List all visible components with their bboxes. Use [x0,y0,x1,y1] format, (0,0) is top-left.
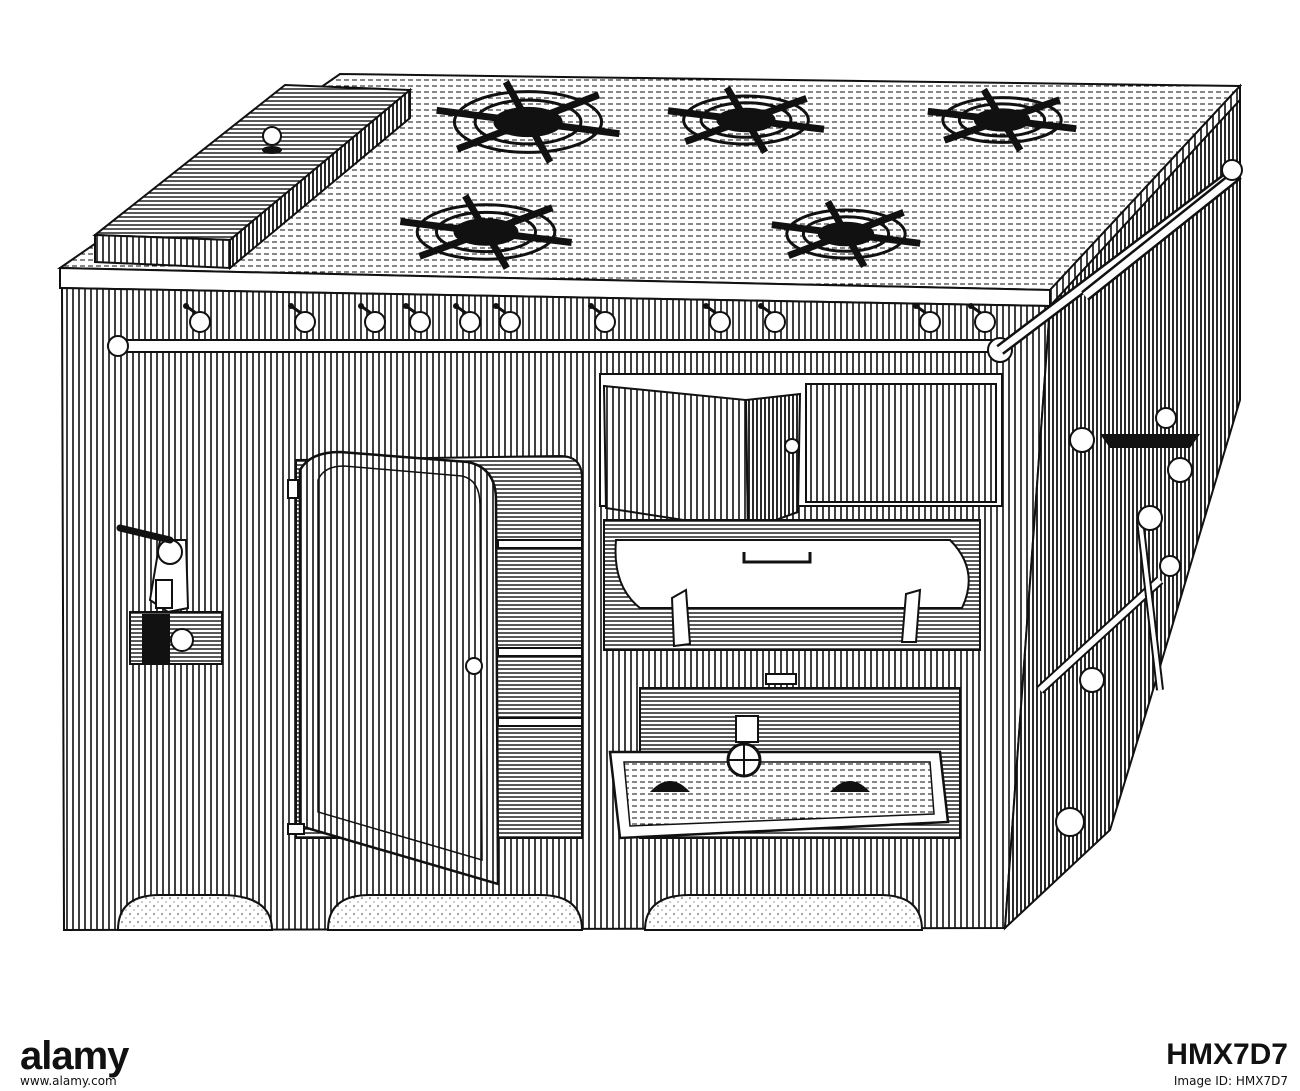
left-oven-door [287,450,500,886]
control-knob [403,303,431,333]
control-knob [588,303,616,333]
brand-logo: alamy [20,1034,129,1078]
control-knob [968,303,996,333]
stove-engraving [56,72,1243,932]
control-knob [758,303,786,333]
control-knob [358,303,386,333]
image-id-label: Image ID: HMX7D7 [1173,1074,1288,1088]
burner [399,194,573,270]
burner-group [399,80,1077,270]
back-pipe [1081,159,1243,301]
door-handle [465,657,483,675]
shelf-knob [262,126,282,146]
warming-shelf [92,83,413,271]
burner [771,199,921,269]
control-knob [913,303,941,333]
control-knob [183,303,211,333]
control-knob [493,303,521,333]
burner [436,80,620,164]
burner [927,87,1077,153]
source-url: www.alamy.com [20,1074,117,1088]
image-id: HMX7D7 [1166,1038,1288,1071]
water-tap [116,524,223,665]
watermark-footer [0,1000,1300,1091]
gas-pipes [1036,407,1200,837]
roasting-pan [603,519,981,651]
control-knob [453,303,481,333]
lower-right-oven [608,673,961,840]
burner [667,85,825,155]
control-knob [703,303,731,333]
burner-control-knobs [183,303,996,333]
control-knob [288,303,316,333]
warming-compartment [599,373,1003,532]
stove-feet [116,894,924,931]
